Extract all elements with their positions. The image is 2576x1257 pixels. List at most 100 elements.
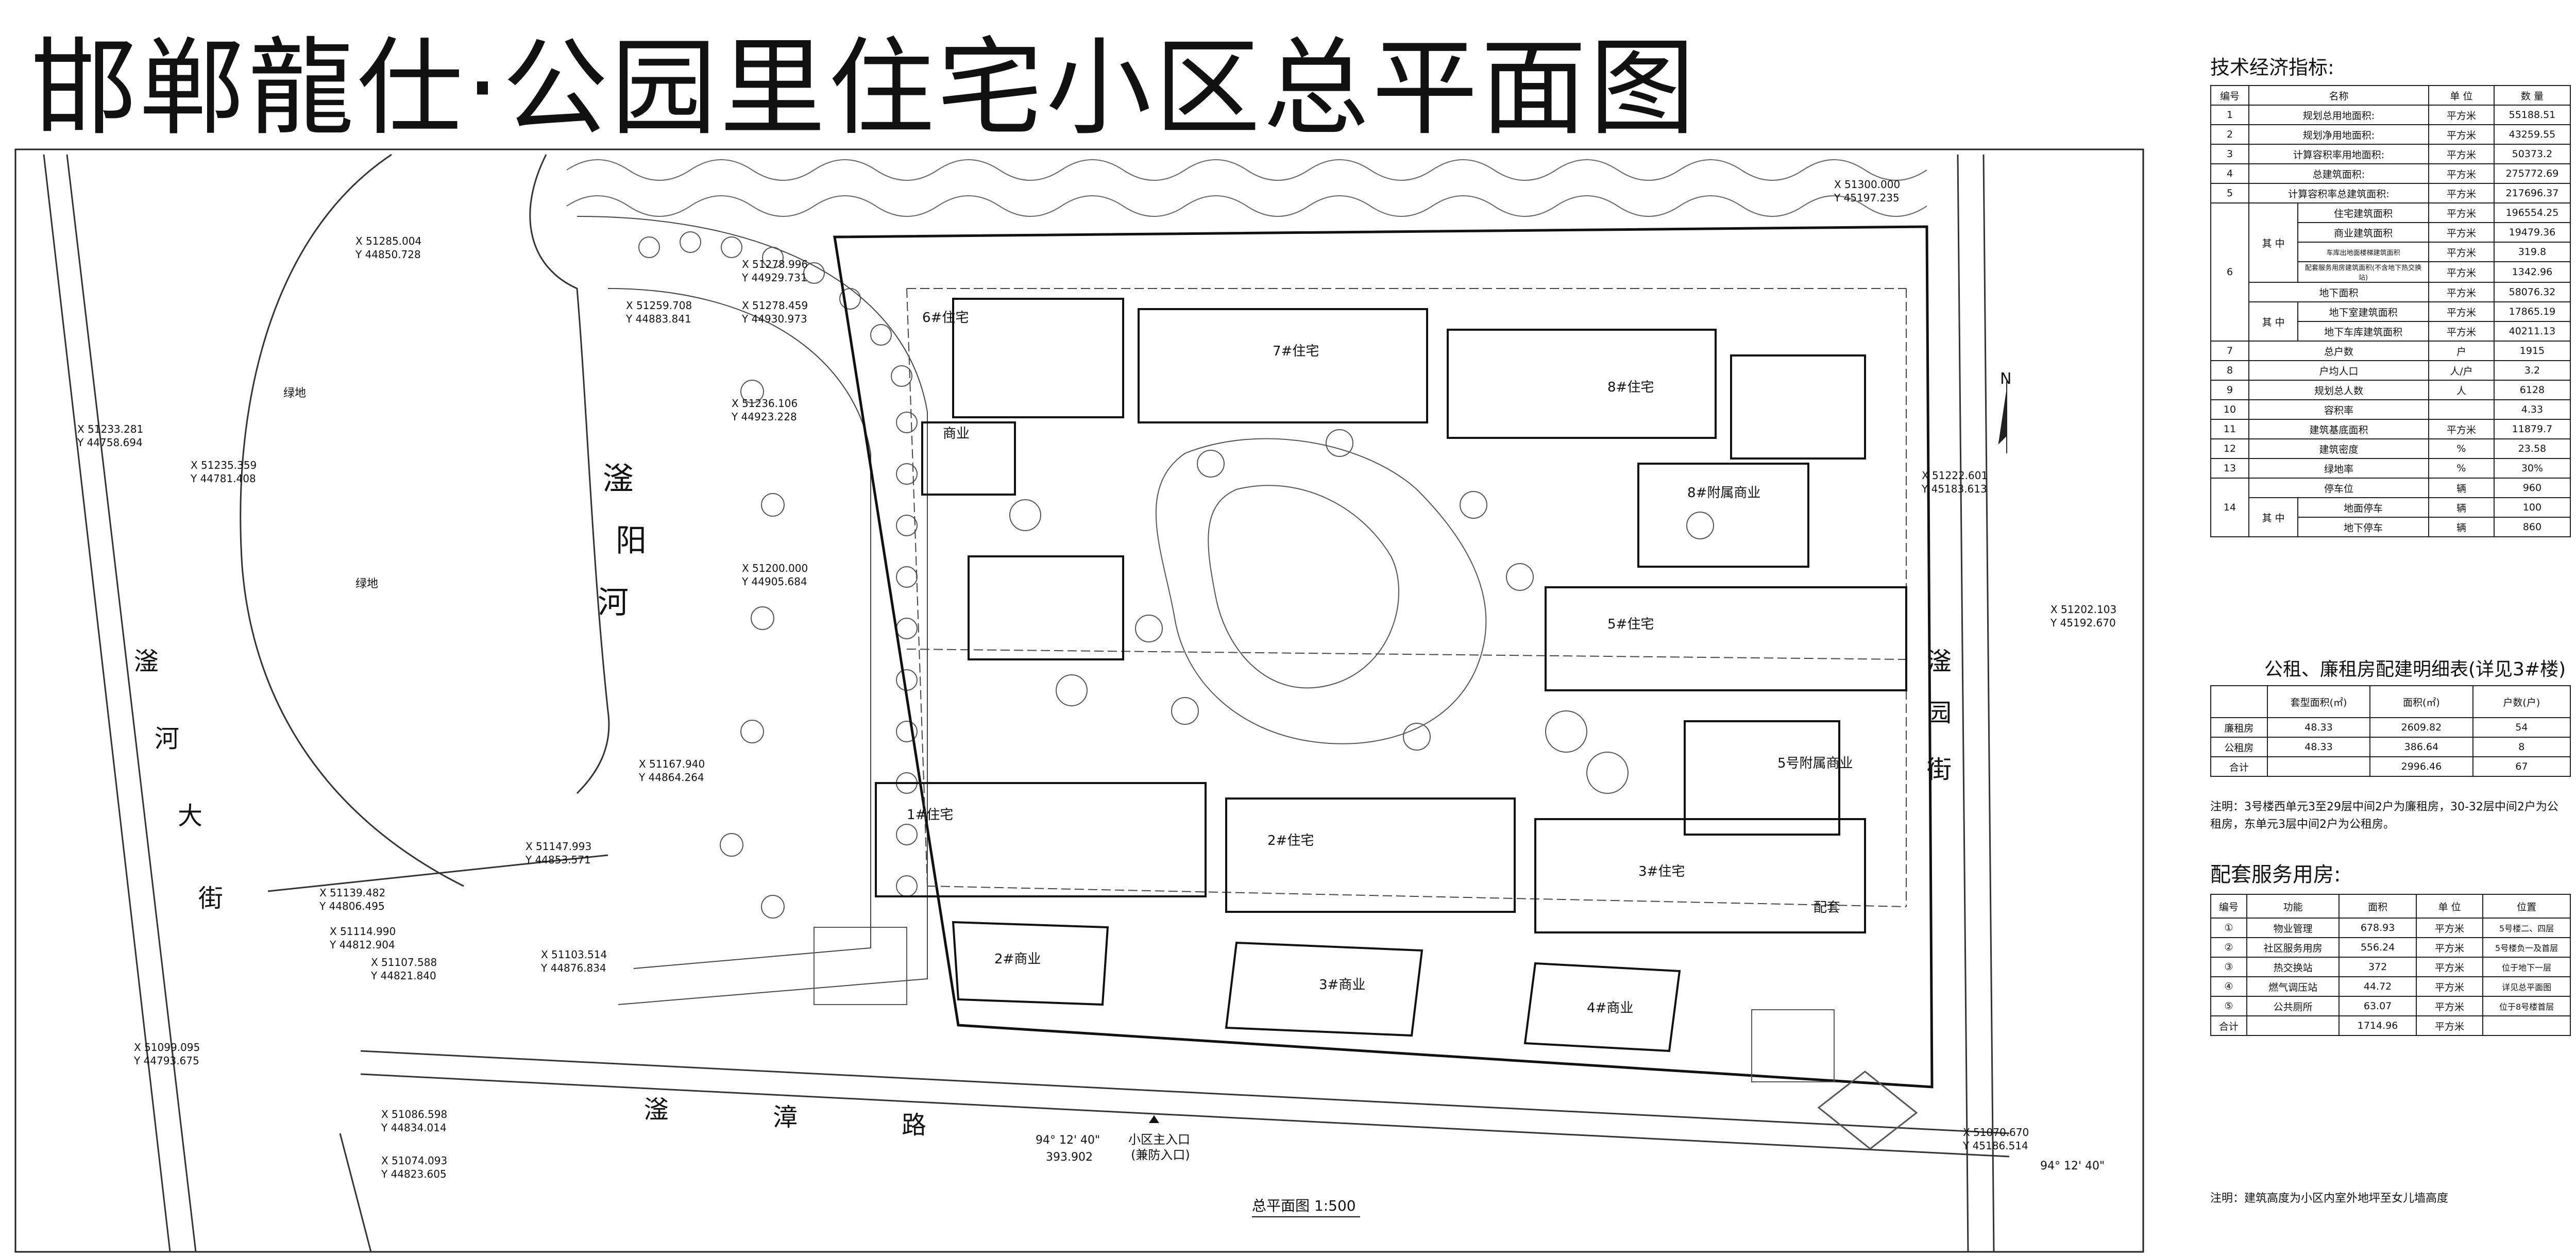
coordinate-label: Y 44876.834 xyxy=(540,962,606,974)
coordinate-label: Y 44853.571 xyxy=(525,854,591,866)
drawing-title: 邯郸龍仕·公园里住宅小区总平面图 xyxy=(31,27,1699,150)
row-unit: 平方米 xyxy=(2428,202,2495,223)
row-number: 11 xyxy=(2210,419,2250,439)
header-cell: 编号 xyxy=(2210,85,2250,106)
row-unit: 平方米 xyxy=(2415,937,2484,958)
header-cell: 单 位 xyxy=(2428,85,2495,106)
row-name: 户均人口 xyxy=(2248,360,2429,381)
row-no: ③ xyxy=(2210,957,2247,977)
row-unit: 平方米 xyxy=(2428,282,2495,302)
row-name: 总户数 xyxy=(2248,341,2429,361)
coordinate-label: X 51235.359 xyxy=(191,459,257,471)
coordinate-label: X 51167.940 xyxy=(639,758,705,770)
fuhe-avenue-char-0: 滏 xyxy=(134,647,159,676)
fuyuan-street-char-0: 滏 xyxy=(1927,647,1952,676)
coordinate-label: X 51222.601 xyxy=(1922,469,1988,482)
coordinate-label: Y 44850.728 xyxy=(355,248,421,261)
north-arrow xyxy=(1998,381,2007,453)
row-quantity: 217696.37 xyxy=(2493,183,2571,203)
row-name: 车库出地面楼梯建筑面积 xyxy=(2297,242,2429,262)
row-area: 386.64 xyxy=(2369,737,2473,757)
bottom-note: 注明：建筑高度为小区内室外地坪至女儿墙高度 xyxy=(2210,1192,2449,1205)
row-quantity: 40211.13 xyxy=(2493,321,2571,342)
row-func: 公共厕所 xyxy=(2246,996,2340,1016)
row-quantity: 6128 xyxy=(2493,380,2571,400)
row-name: 合计 xyxy=(2210,756,2268,777)
row-quantity: 100 xyxy=(2493,497,2571,518)
row-unit: 平方米 xyxy=(2428,222,2495,243)
site-boundary xyxy=(833,225,1934,1089)
header-cell: 编号 xyxy=(2210,894,2247,919)
row-area: 372 xyxy=(2338,957,2417,977)
commercial-blocks xyxy=(921,421,1840,1052)
building-label: 6#住宅 xyxy=(922,310,969,326)
residential-blocks xyxy=(875,298,1907,933)
header-cell: 面积 xyxy=(2338,894,2417,919)
building-label: 5号附属商业 xyxy=(1777,756,1853,771)
row-name: 公租房 xyxy=(2210,737,2268,757)
row-name: 计算容积率用地面积: xyxy=(2248,144,2429,164)
entrance-sublabel: (兼防入口) xyxy=(1131,1148,1190,1162)
row-count: 67 xyxy=(2472,756,2571,777)
building-label: 配套 xyxy=(1814,900,1840,915)
coordinate-label: X 51278.459 xyxy=(742,299,808,312)
row-number: 14 xyxy=(2210,478,2250,537)
fuhe-avenue-char-3: 街 xyxy=(198,884,223,913)
row-quantity: 1342.96 xyxy=(2493,261,2571,283)
row-quantity: 960 xyxy=(2493,478,2571,498)
row-quantity: 43259.55 xyxy=(2493,124,2571,145)
row-name: 规划总人数 xyxy=(2248,380,2429,400)
header-cell: 位置 xyxy=(2482,894,2571,919)
row-quantity: 17865.19 xyxy=(2493,301,2571,322)
building-label: 3#商业 xyxy=(1319,977,1365,993)
row-name: 配套服务用房建筑面积(不含地下热交换站) xyxy=(2297,261,2429,283)
row-unit: 平方米 xyxy=(2428,321,2495,342)
south-angle: 94° 12' 40" xyxy=(1036,1134,1100,1147)
coordinate-label: Y 44930.973 xyxy=(741,313,807,325)
row-quantity: 196554.25 xyxy=(2493,202,2571,223)
coordinate-label: Y 44793.675 xyxy=(133,1055,199,1067)
building-label: 1#住宅 xyxy=(907,807,953,823)
row-quantity: 11879.7 xyxy=(2493,419,2571,439)
row-quantity: 19479.36 xyxy=(2493,222,2571,243)
coordinate-label: Y 45197.235 xyxy=(1834,192,1900,204)
coordinate-label: Y 45192.670 xyxy=(2050,617,2116,629)
row-number: 1 xyxy=(2210,105,2250,125)
row-quantity: 3.2 xyxy=(2493,360,2571,381)
row-name: 建筑基底面积 xyxy=(2248,419,2429,439)
row-quantity: 30% xyxy=(2493,458,2571,479)
row-unit: 平方米 xyxy=(2415,976,2484,997)
row-number: 6 xyxy=(2210,202,2250,342)
rent-note: 注明：3号楼西单元3至29层中间2户为廉租房，30-32层中间2户为公 租房，东… xyxy=(2210,799,2558,834)
plan-caption: 总平面图 1:500 xyxy=(1252,1197,1356,1214)
coordinate-label: X 51285.004 xyxy=(355,235,421,247)
central-garden xyxy=(1009,429,1714,794)
row-quantity: 4.33 xyxy=(2493,399,2571,420)
building-label: 5#住宅 xyxy=(1607,617,1654,632)
row-no: ⑤ xyxy=(2210,996,2247,1016)
row-unit: 户 xyxy=(2428,341,2495,361)
row-unit: 辆 xyxy=(2428,497,2495,518)
header-cell: 套型面积(㎡) xyxy=(2266,685,2371,718)
south-length: 393.902 xyxy=(1046,1151,1093,1164)
row-quantity: 23.58 xyxy=(2493,438,2571,459)
row-unit: 平方米 xyxy=(2428,163,2495,184)
fuyang-river-char-0: 滏 xyxy=(603,461,634,497)
row-no: ② xyxy=(2210,937,2247,958)
header-cell: 户数(户) xyxy=(2472,685,2571,718)
building-label: 4#商业 xyxy=(1587,1000,1633,1016)
coordinate-label: X 51147.993 xyxy=(526,840,591,853)
building-label: 8#附属商业 xyxy=(1687,485,1760,501)
